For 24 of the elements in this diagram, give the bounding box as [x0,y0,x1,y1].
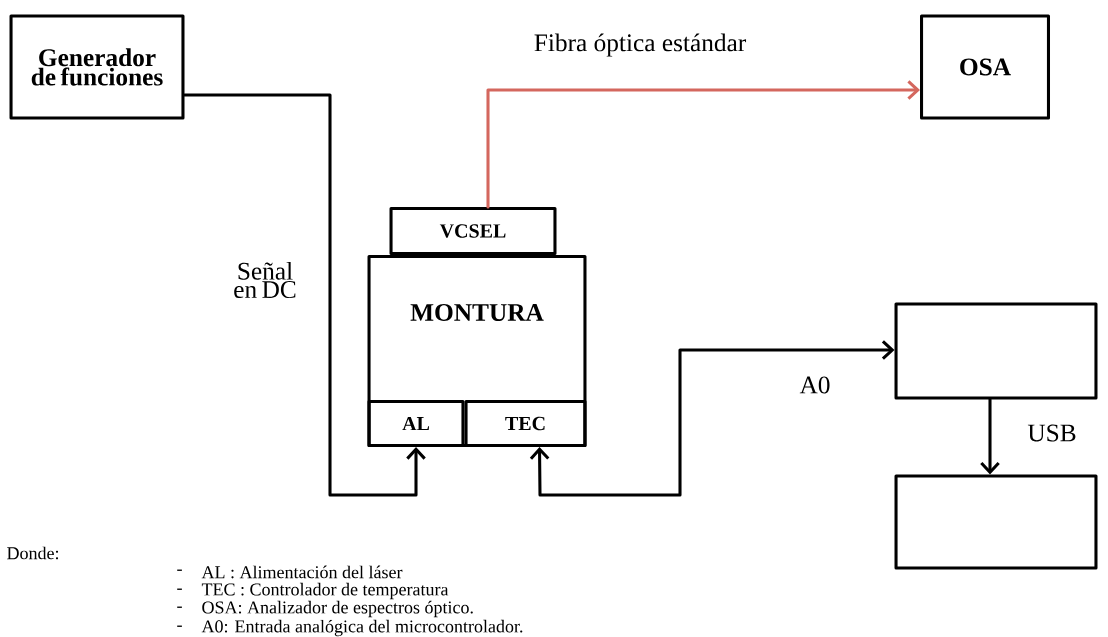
edge-label: Señal en DC [222,260,308,300]
block-box: Generador de funciones [9,14,185,120]
empty-block-box [894,474,1098,570]
edge-label: A0 [798,375,832,395]
note-text: - [177,569,182,571]
note-text: - [177,606,182,608]
block-box: TEC [464,400,587,447]
edge-label: Fibra óptica estándar [532,32,748,58]
empty-block-box [894,302,1098,400]
block-box: OSA [920,14,1050,120]
note-text: Donde: [7,546,59,560]
note-text: OSA: Analizador de espectros óptico. [202,600,473,618]
arrow [980,397,1000,475]
note-text: TEC : Controlador de temperatura [201,582,449,600]
edge-label: USB [1026,423,1078,443]
note-text: - [177,588,182,590]
note-text: AL : Alimentación del láser [201,565,403,579]
arrow [182,93,426,497]
block-box: AL [367,400,465,447]
note-text: - [177,625,182,627]
arrow [529,340,895,497]
block-box: VCSEL [389,207,557,255]
note-text: A0: Entrada analógica del microcontrolador. [201,619,523,637]
arrow [486,80,920,209]
